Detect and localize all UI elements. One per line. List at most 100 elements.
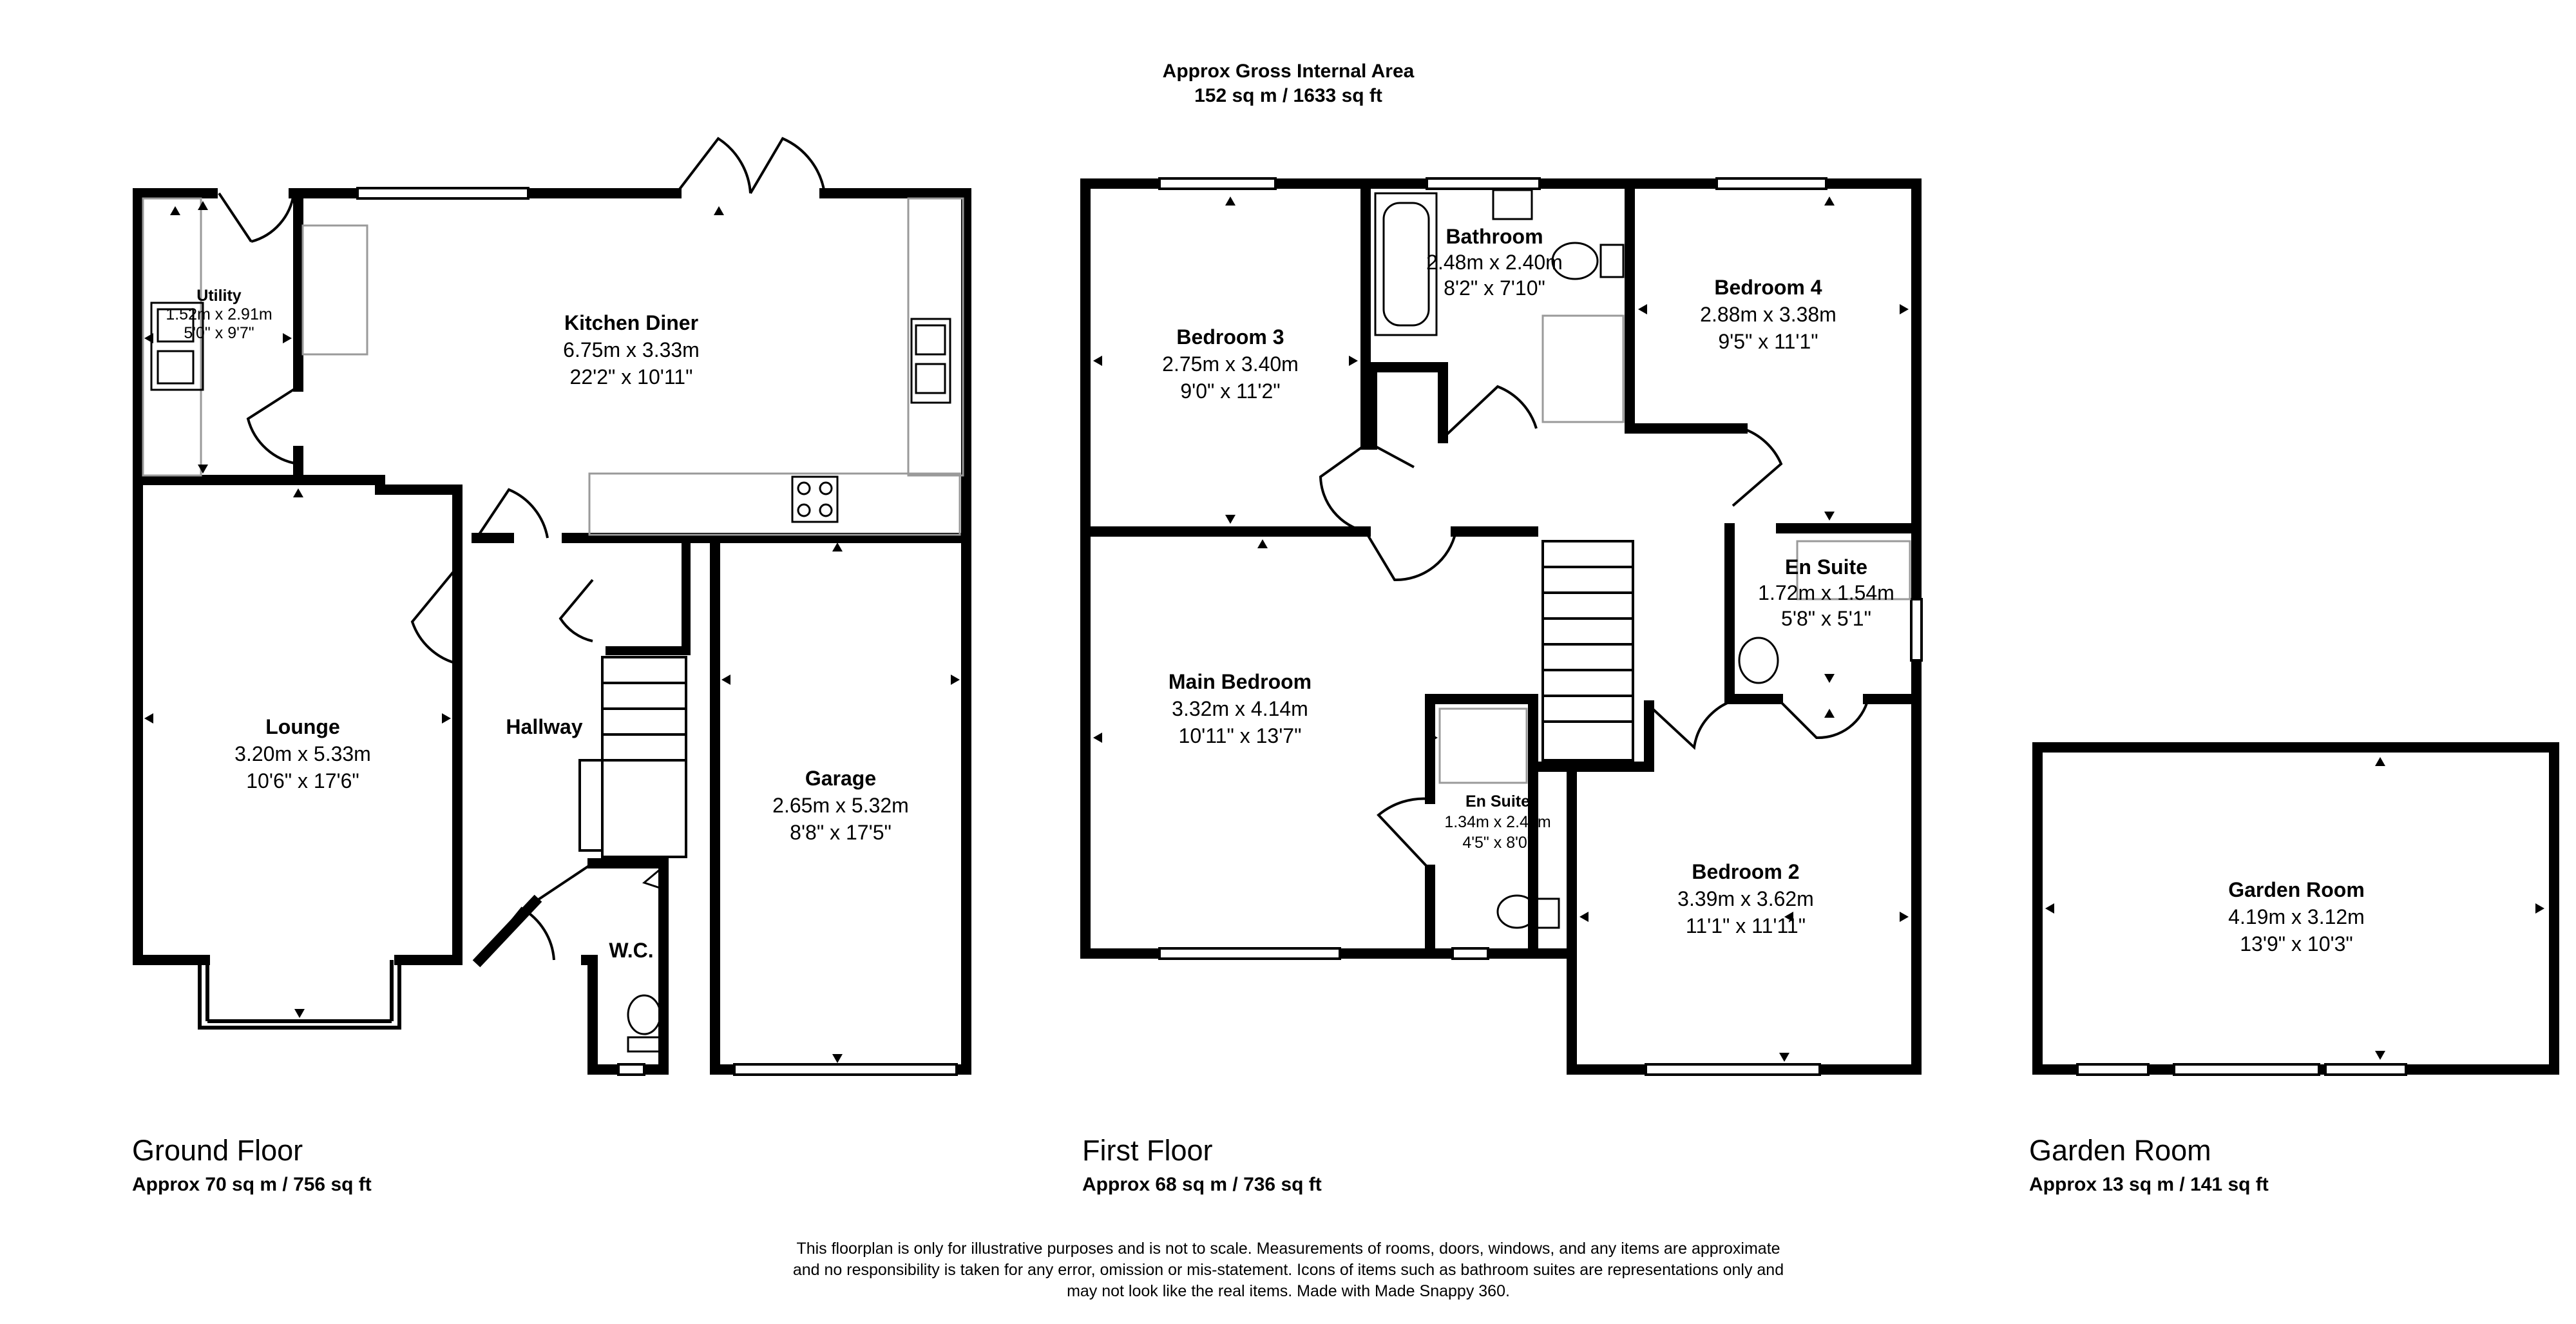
floor-name: Garden Room xyxy=(2029,1134,2211,1167)
room-metric: 4.19m x 3.12m xyxy=(2228,905,2365,928)
ff-bed4-door xyxy=(1732,427,1783,507)
room-bathroom: Bathroom 2.48m x 2.40m 8'2" x 7'10" xyxy=(1398,224,1591,301)
room-metric: 2.75m x 3.40m xyxy=(1162,352,1299,376)
room-metric: 3.32m x 4.14m xyxy=(1172,697,1308,720)
disclaimer: This floorplan is only for illustrative … xyxy=(644,1238,1932,1302)
ff-wall-bath-bottom xyxy=(1360,362,1448,443)
disclaimer-line-2: and no responsibility is taken for any e… xyxy=(792,1261,1784,1279)
ff-bed4-window xyxy=(1715,177,1827,190)
gf-wall-wc xyxy=(581,858,669,1075)
room-imperial: 5'0" x 9'7" xyxy=(184,324,254,342)
room-bedroom-4: Bedroom 4 2.88m x 3.38m 9'5" x 11'1" xyxy=(1639,274,1897,355)
gf-hob xyxy=(791,475,839,523)
floor-name: Ground Floor xyxy=(132,1134,303,1167)
gf-kitchen-sink xyxy=(910,318,951,404)
gf-wall-bottom-lounge xyxy=(133,475,463,965)
garden-doors xyxy=(2173,1063,2320,1076)
room-imperial: 9'5" x 11'1" xyxy=(1718,330,1818,353)
ff-main-door xyxy=(1364,530,1457,582)
room-metric: 1.52m x 2.91m xyxy=(166,305,272,323)
gf-french-doors xyxy=(675,137,826,195)
gf-lounge-door xyxy=(410,566,459,665)
room-imperial: 22'2" x 10'11" xyxy=(569,365,693,389)
room-main-bedroom: Main Bedroom 3.32m x 4.14m 10'11" x 13'7… xyxy=(1111,668,1369,749)
room-name: Garden Room xyxy=(2228,878,2365,901)
gf-wc-door xyxy=(533,862,594,903)
ground-floor-plan xyxy=(133,137,971,1076)
room-garden-room: Garden Room 4.19m x 3.12m 13'9" x 10'3" xyxy=(2168,876,2425,957)
first-floor-caption: First Floor Approx 68 sq m / 736 sq ft xyxy=(1082,1134,1322,1196)
room-hallway: Hallway xyxy=(473,715,615,739)
ff-wall-ensuite2-box xyxy=(1425,694,1538,959)
room-imperial: 10'11" x 13'7" xyxy=(1178,724,1302,747)
garden-window-right xyxy=(2324,1063,2407,1076)
gf-kitchen-util-door xyxy=(246,385,300,465)
ff-bed3-window xyxy=(1158,177,1277,190)
gross-area-value: 152 sq m / 1633 sq ft xyxy=(1194,85,1382,106)
room-en-suite-2: En Suite 1.34m x 2.43m 4'5" x 8'0" xyxy=(1433,791,1562,853)
room-metric: 2.88m x 3.38m xyxy=(1700,303,1837,326)
ff-ensuite1-door xyxy=(1777,698,1869,740)
room-metric: 3.20m x 5.33m xyxy=(234,742,371,765)
first-floor-plan xyxy=(1080,177,1923,1076)
room-name: Bedroom 4 xyxy=(1714,276,1822,299)
room-metric: 6.75m x 3.33m xyxy=(563,338,700,361)
gf-wc-window xyxy=(617,1063,645,1076)
room-imperial: 8'8" x 17'5" xyxy=(790,821,892,844)
ff-ensuite2-shower xyxy=(1438,707,1528,784)
floor-name: First Floor xyxy=(1082,1134,1213,1167)
room-name: En Suite xyxy=(1784,555,1867,579)
room-name: Garage xyxy=(805,767,877,790)
garden-room-caption: Garden Room Approx 13 sq m / 141 sq ft xyxy=(2029,1134,2269,1196)
room-imperial: 11'1" x 11'11" xyxy=(1685,914,1806,937)
ff-wall-stair xyxy=(1528,700,1654,772)
room-name: W.C. xyxy=(609,939,654,962)
room-imperial: 8'2" x 7'10" xyxy=(1444,276,1545,300)
room-metric: 2.65m x 5.32m xyxy=(772,794,909,817)
room-name: Hallway xyxy=(506,715,583,738)
ff-ensuite2-door xyxy=(1377,797,1431,871)
ff-bed3-door xyxy=(1319,443,1367,533)
ff-main-window xyxy=(1158,947,1341,960)
garden-room-plan xyxy=(2032,742,2559,1076)
room-name: Main Bedroom xyxy=(1168,670,1312,693)
room-name: Bathroom xyxy=(1445,225,1543,248)
gf-hall-door xyxy=(475,488,549,539)
room-name: Bedroom 2 xyxy=(1692,860,1800,883)
room-name: Bedroom 3 xyxy=(1176,325,1284,349)
ff-cupboard-door xyxy=(1371,443,1415,468)
room-imperial: 4'5" x 8'0" xyxy=(1462,834,1533,852)
room-en-suite-1: En Suite 1.72m x 1.54m 5'8" x 5'1" xyxy=(1739,554,1913,631)
floor-area: Approx 70 sq m / 756 sq ft xyxy=(132,1174,372,1195)
gross-area-label: Approx Gross Internal Area xyxy=(1162,61,1415,82)
gf-utility-units xyxy=(142,197,202,477)
gf-stairs xyxy=(601,656,687,858)
ff-ensuite2-window xyxy=(1451,947,1489,960)
room-name: Lounge xyxy=(265,715,340,738)
ff-stairs xyxy=(1541,540,1634,762)
ground-floor-caption: Ground Floor Approx 70 sq m / 756 sq ft xyxy=(132,1134,372,1196)
room-name: Utility xyxy=(196,287,242,305)
room-name: Kitchen Diner xyxy=(564,311,699,334)
gf-garage-door xyxy=(733,1063,958,1076)
room-imperial: 9'0" x 11'2" xyxy=(1180,379,1281,403)
room-metric: 3.39m x 3.62m xyxy=(1677,887,1814,910)
ff-ensuite1-basin xyxy=(1738,637,1779,684)
room-garage: Garage 2.65m x 5.32m 8'8" x 17'5" xyxy=(712,765,969,846)
gf-utility-door xyxy=(218,192,295,243)
ff-wall-ensuite1 xyxy=(1724,523,1783,704)
gf-bay-window xyxy=(198,960,401,1030)
gf-kitchen-worktop xyxy=(588,472,961,536)
ff-bath-door xyxy=(1442,385,1538,439)
ff-ensuite1-shower xyxy=(1796,540,1911,600)
room-imperial: 13'9" x 10'3" xyxy=(2240,932,2353,955)
ff-bed2-window xyxy=(1645,1063,1821,1076)
room-bedroom-2: Bedroom 2 3.39m x 3.62m 11'1" x 11'11" xyxy=(1617,858,1875,939)
gf-front-door xyxy=(479,907,555,961)
disclaimer-line-3: may not look like the real items. Made w… xyxy=(1067,1282,1510,1300)
ff-wall-bath-right xyxy=(1625,178,1748,434)
ff-bath-shower xyxy=(1541,314,1625,423)
room-lounge: Lounge 3.20m x 5.33m 10'6" x 17'6" xyxy=(174,713,432,794)
room-metric: 1.34m x 2.43m xyxy=(1444,813,1551,831)
